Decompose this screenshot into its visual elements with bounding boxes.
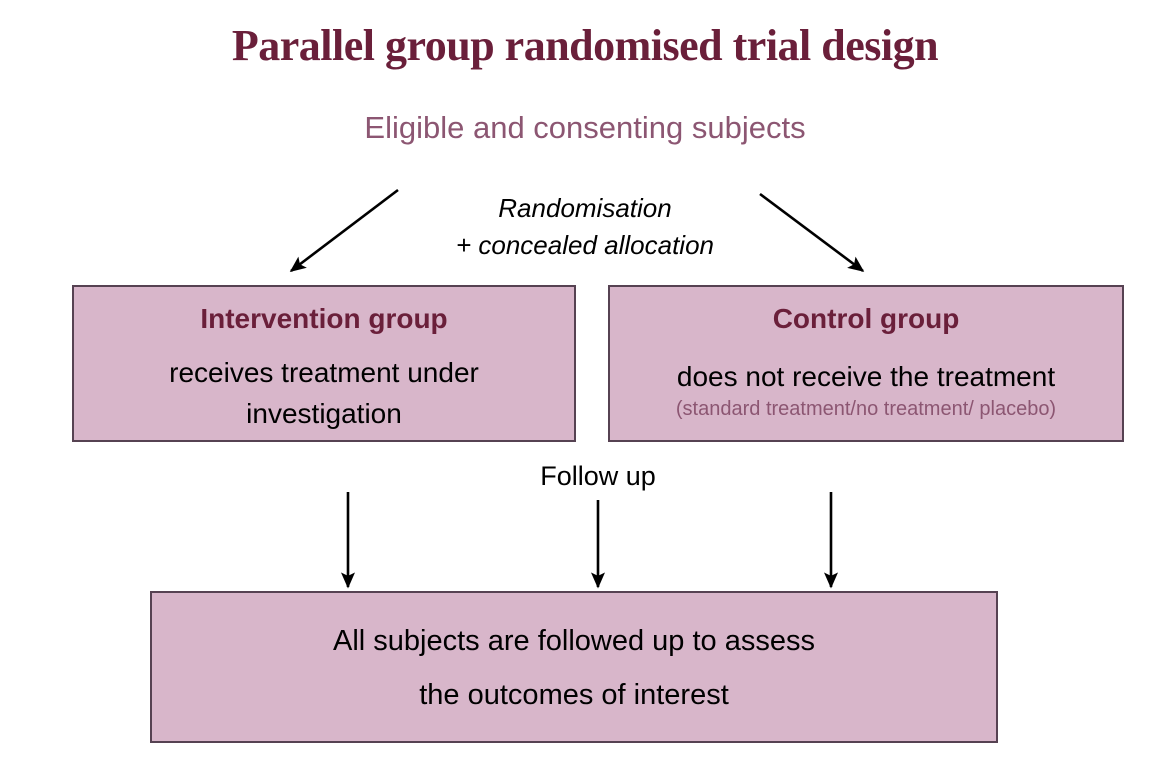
randomisation-arrow-left-icon <box>289 188 399 273</box>
randomisation-line-2: + concealed allocation <box>455 229 715 260</box>
follow-up-label: Follow up <box>540 461 656 491</box>
intervention-body-line-1: receives treatment under <box>169 357 479 388</box>
outcome-assessment-box: All subjects are followed up to assess t… <box>150 591 998 743</box>
subtitle-eligible-subjects: Eligible and consenting subjects <box>364 110 806 145</box>
outcome-body-line-2: the outcomes of interest <box>419 678 729 711</box>
intervention-group-body: receives treatment under investigation <box>74 353 574 434</box>
intervention-group-heading: Intervention group <box>200 303 448 334</box>
control-body-line-1: does not receive the treatment <box>676 361 1056 392</box>
randomisation-label: Randomisation + concealed allocation <box>385 190 785 264</box>
control-group-body: does not receive the treatment <box>610 357 1122 398</box>
outcome-body: All subjects are followed up to assess t… <box>152 615 996 722</box>
randomisation-line-1: Randomisation <box>498 193 672 223</box>
intervention-body-line-2: investigation <box>246 397 402 429</box>
control-group-box: Control group does not receive the treat… <box>608 285 1124 442</box>
intervention-group-box: Intervention group receives treatment un… <box>72 285 576 442</box>
page-title: Parallel group randomised trial design <box>231 21 939 70</box>
control-group-heading: Control group <box>772 303 960 334</box>
control-group-note: (standard treatment/no treatment/ placeb… <box>675 397 1057 420</box>
outcome-body-line-1: All subjects are followed up to assess <box>333 625 815 657</box>
